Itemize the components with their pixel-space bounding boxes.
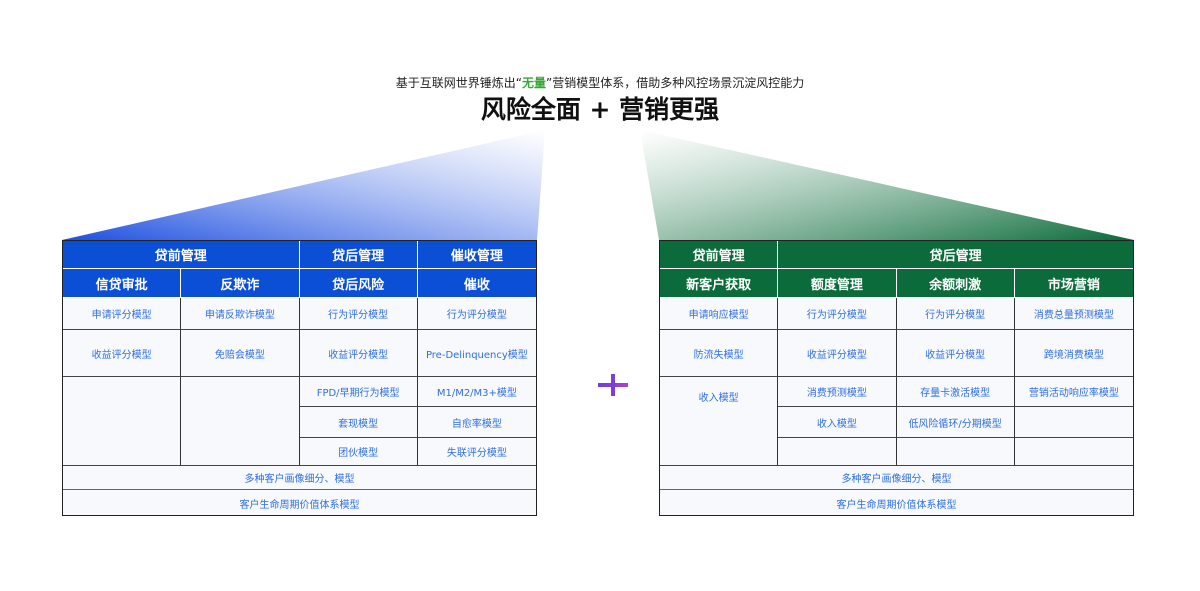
cell: 跨境消费模型 (1014, 330, 1133, 377)
footer-row: 多种客户画像细分、模型 (63, 466, 536, 490)
column-header: 贷后风险 (299, 269, 418, 298)
cell: 团伙模型 (299, 438, 418, 466)
cell: 免赔会模型 (181, 330, 300, 377)
column-header: 市场营销 (1014, 269, 1133, 298)
empty-cell (778, 438, 897, 466)
cell: 存量卡激活模型 (896, 377, 1015, 407)
footer-row: 多种客户画像细分、模型 (660, 466, 1133, 490)
risk-funnel (62, 130, 545, 240)
column-header: 余额刺激 (896, 269, 1015, 298)
risk-table: 贷前管理 贷后管理 催收管理 信贷审批 反欺诈 贷后风险 催收 申请评分模型 申… (62, 240, 537, 516)
cell: 收益评分模型 (896, 330, 1015, 377)
cell: 失联评分模型 (417, 438, 536, 466)
column-header: 额度管理 (778, 269, 897, 298)
cell: 收益评分模型 (63, 330, 182, 377)
cell: 收益评分模型 (299, 330, 418, 377)
cell: Pre-Delinquency模型 (417, 330, 536, 377)
empty-cell (181, 377, 300, 466)
cell: 自愈率模型 (417, 407, 536, 438)
plus-icon (598, 374, 628, 396)
group-header: 贷前管理 (63, 241, 300, 269)
cell: 申请反欺诈模型 (181, 298, 300, 330)
empty-cell (1014, 438, 1133, 466)
empty-cell (63, 377, 182, 466)
cell: 消费总量预测模型 (1014, 298, 1133, 330)
cell: FPD/早期行为模型 (299, 377, 418, 407)
cell: 消费预测模型 (778, 377, 897, 407)
cell: 行为评分模型 (778, 298, 897, 330)
group-header: 贷后管理 (299, 241, 418, 269)
marketing-table: 贷前管理 贷后管理 新客户获取 额度管理 余额刺激 市场营销 申请响应模型 行为… (659, 240, 1134, 516)
footer-row: 客户生命周期价值体系模型 (836, 500, 957, 511)
cell: 行为评分模型 (299, 298, 418, 330)
cell: 收入模型 (660, 377, 779, 466)
cell: 申请响应模型 (660, 298, 779, 330)
cell: 防流失模型 (660, 330, 779, 377)
cell: 收益评分模型 (778, 330, 897, 377)
cell: 营销活动响应率模型 (1014, 377, 1133, 407)
column-header: 反欺诈 (181, 269, 300, 298)
column-header: 催收 (417, 269, 536, 298)
cell: M1/M2/M3+模型 (417, 377, 536, 407)
cell: 行为评分模型 (896, 298, 1015, 330)
cell: 申请评分模型 (63, 298, 182, 330)
empty-cell (896, 438, 1015, 466)
marketing-funnel (640, 130, 1134, 240)
cell: 套现模型 (299, 407, 418, 438)
page-title: 风险全面 + 营销更强 (480, 95, 720, 124)
group-header: 催收管理 (417, 241, 536, 269)
footer-row: 客户生命周期价值体系模型 (239, 500, 360, 511)
column-header: 新客户获取 (660, 269, 779, 298)
subtitle: 基于互联网世界锤炼出“无量”营销模型体系，借助多种风控场景沉淀风控能力 (395, 76, 805, 90)
group-header: 贷前管理 (660, 241, 779, 269)
column-header: 信贷审批 (63, 269, 182, 298)
group-header: 贷后管理 (778, 241, 1133, 269)
cell: 收入模型 (778, 407, 897, 438)
cell: 低风险循环/分期模型 (896, 407, 1015, 438)
cell: 行为评分模型 (417, 298, 536, 330)
empty-cell (1014, 407, 1133, 438)
